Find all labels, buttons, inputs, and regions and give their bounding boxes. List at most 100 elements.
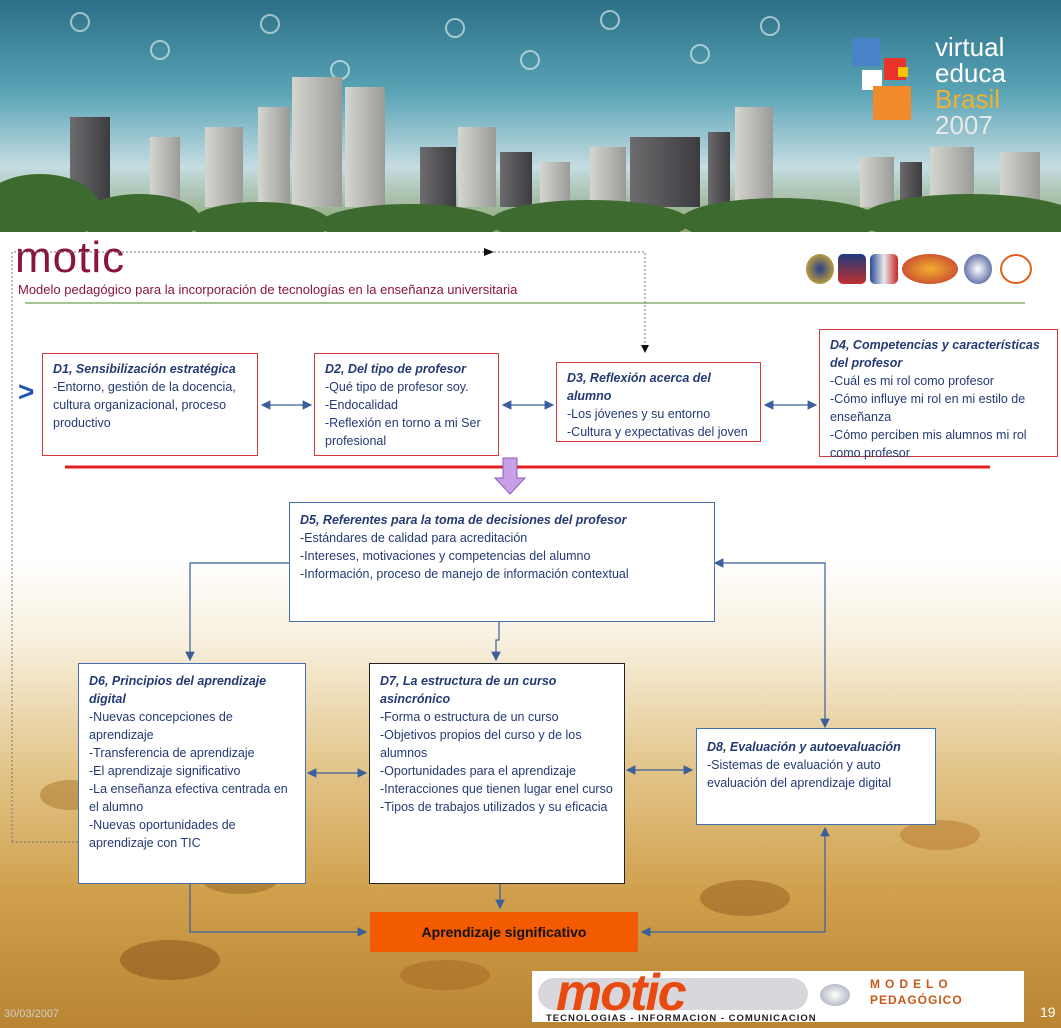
university-logo-icon <box>902 254 958 284</box>
building <box>345 87 385 207</box>
tree <box>680 198 880 232</box>
box-title: D7, La estructura de un curso asincrónic… <box>380 674 557 706</box>
building <box>458 127 496 207</box>
university-logo-icon <box>964 254 992 284</box>
brand-line: Brasil <box>935 84 1001 114</box>
circuit-dot <box>260 14 280 34</box>
logo-pedagogico-text: PEDAGÓGICO <box>870 993 963 1007</box>
box-title: D6, Principios del aprendizaje digital <box>89 674 267 706</box>
building <box>292 77 342 207</box>
logo-tagline: TECNOLOGIAS - INFORMACION - COMUNICACION <box>546 1013 817 1024</box>
box-d4: D4, Competencias y características del p… <box>819 329 1058 460</box>
box-item: -Cómo perciben mis alumnos mi rol como p… <box>830 428 1027 460</box>
virtual-educa-logo: virtual educa Brasil 2007 <box>935 34 1006 138</box>
building <box>420 147 456 207</box>
logo-swoosh <box>538 978 808 1010</box>
box-item: -Los jóvenes y su entorno <box>567 407 711 421</box>
circuit-dot <box>150 40 170 60</box>
box-item: -Oportunidades para el aprendizaje <box>380 764 576 778</box>
logo-modelo-text: MODELO <box>870 977 953 991</box>
page-number: 19 <box>1040 1004 1056 1020</box>
brand-line: educa <box>935 58 1006 88</box>
box-item: -Cuál es mi rol como profesor <box>830 374 994 388</box>
circuit-dot <box>445 18 465 38</box>
box-item: -Transferencia de aprendizaje <box>89 746 255 760</box>
box-item: -Forma o estructura de un curso <box>380 710 559 724</box>
building <box>258 107 290 207</box>
header-banner: virtual educa Brasil 2007 <box>0 0 1061 232</box>
arrow-d5-d7 <box>491 622 501 662</box>
box-d5: D5, Referentes para la toma de decisione… <box>289 502 715 622</box>
box-title: D3, Reflexión acerca del alumno <box>567 371 711 403</box>
circuit-dot <box>70 12 90 32</box>
box-item: -Información, proceso de manejo de infor… <box>300 567 629 581</box>
logo-globe-icon <box>820 984 850 1006</box>
purple-down-arrow <box>493 457 527 495</box>
building <box>590 147 626 207</box>
tree <box>190 202 330 232</box>
box-item: -Interacciones que tienen lugar enel cur… <box>380 782 613 796</box>
circuit-dot <box>760 16 780 36</box>
box-item: -Endocalidad <box>325 398 398 412</box>
box-item: -Tipos de trabajos utilizados y su efica… <box>380 800 608 814</box>
aprendizaje-significativo-box: Aprendizaje significativo <box>370 912 638 952</box>
box-item: -Entorno, gestión de la docencia, cultur… <box>53 380 236 430</box>
tree <box>320 204 500 232</box>
university-logo-icon <box>806 254 834 284</box>
box-item: -Nuevas oportunidades de aprendizaje con… <box>89 818 236 850</box>
box-title: D2, Del tipo de profesor <box>325 362 466 376</box>
box-item: -El aprendizaje significativo <box>89 764 241 778</box>
box-item: -Reflexión en torno a mi Ser profesional <box>325 416 481 448</box>
box-item: -La enseñanza efectiva centrada en el al… <box>89 782 288 814</box>
dotted-loop-arrow <box>484 248 494 256</box>
chevron-right-icon: > <box>18 376 35 407</box>
university-logo-icon <box>838 254 866 284</box>
box-item: -Qué tipo de profesor soy. <box>325 380 469 394</box>
building <box>500 152 532 207</box>
box-d6: D6, Principios del aprendizaje digital -… <box>78 663 306 884</box>
university-logo-icon <box>1000 254 1032 284</box>
building <box>708 132 730 207</box>
building <box>540 162 570 207</box>
building <box>735 107 773 207</box>
slide-date: 30/03/2007 <box>4 1008 60 1020</box>
box-item: -Sistemas de evaluación y auto evaluació… <box>707 758 892 790</box>
box-item: -Objetivos propios del curso y de los al… <box>380 728 582 760</box>
logo-square-blue <box>852 38 880 66</box>
box-item: -Cómo influye mi rol en mi estilo de ens… <box>830 392 1026 424</box>
tree <box>490 200 690 232</box>
brand-line: virtual <box>935 32 1005 62</box>
box-item: -Estándares de calidad para acreditación <box>300 531 528 545</box>
box-d1: D1, Sensibilización estratégica -Entorno… <box>42 353 258 456</box>
box-d7: D7, La estructura de un curso asincrónic… <box>369 663 625 884</box>
tree <box>860 194 1061 232</box>
logo-square-orange <box>873 86 911 120</box>
box-item: -Nuevas concepciones de aprendizaje <box>89 710 233 742</box>
page-title: motic <box>15 233 126 282</box>
box-title: D5, Referentes para la toma de decisione… <box>300 513 627 527</box>
box-d2: D2, Del tipo de profesor -Qué tipo de pr… <box>314 353 499 456</box>
logo-square-yellow <box>898 67 908 77</box>
brand-line: 2007 <box>935 110 993 140</box>
arrow-d6-significativo <box>189 884 368 937</box>
box-item: -Cultura y expectativas del joven <box>567 425 748 439</box>
circuit-dot <box>520 50 540 70</box>
dotted-loop-line <box>11 251 649 842</box>
university-logo-icon <box>870 254 898 284</box>
box-d8: D8, Evaluación y autoevaluación -Sistema… <box>696 728 936 825</box>
circuit-dot <box>690 44 710 64</box>
arrow-d8-significativo <box>640 826 830 937</box>
box-title: D8, Evaluación y autoevaluación <box>707 740 901 754</box>
building <box>860 157 894 207</box>
arrow-d5-d6 <box>185 562 290 662</box>
box-title: D4, Competencias y características del p… <box>830 338 1040 370</box>
box-title: D1, Sensibilización estratégica <box>53 362 236 376</box>
page-subtitle: Modelo pedagógico para la incorporación … <box>18 282 518 297</box>
building <box>630 137 700 207</box>
building <box>205 127 243 207</box>
box-d3: D3, Reflexión acerca del alumno -Los jóv… <box>556 362 761 442</box>
tree <box>80 194 200 232</box>
arrow-d5-d8 <box>713 558 830 729</box>
motic-logo-word: motic <box>556 964 687 1022</box>
